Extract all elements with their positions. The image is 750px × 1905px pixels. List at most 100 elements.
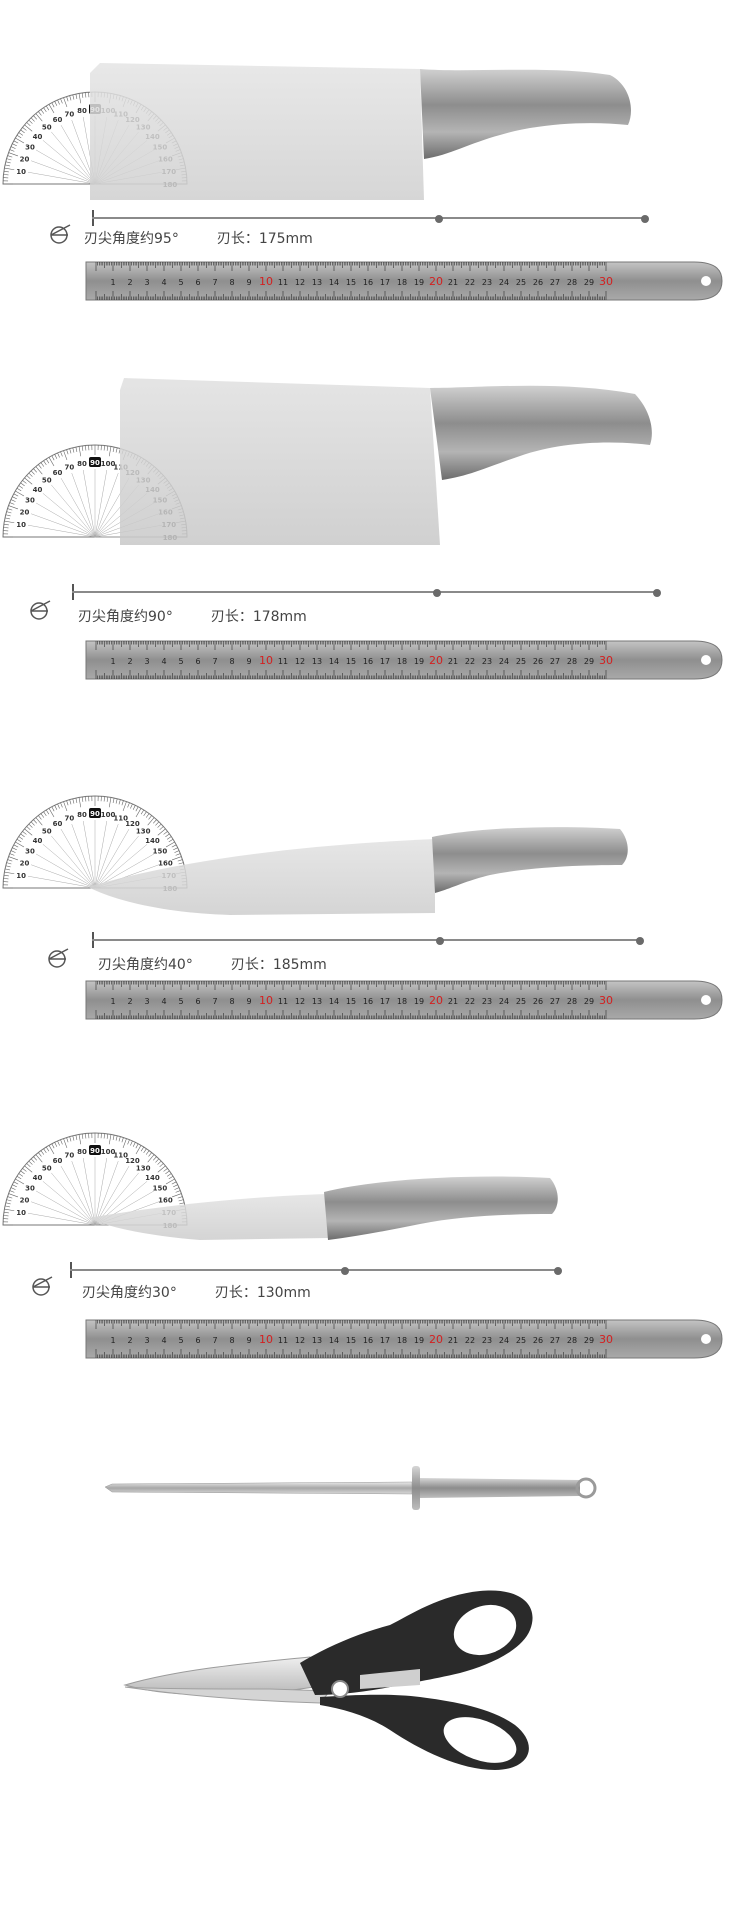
ruler-number: 18 bbox=[397, 657, 407, 666]
ruler-number: 14 bbox=[329, 997, 339, 1006]
ruler-number: 18 bbox=[397, 997, 407, 1006]
ruler-number: 17 bbox=[380, 1336, 390, 1345]
ruler-number: 15 bbox=[346, 278, 356, 287]
blade-spec-caption-1: 刃尖角度约95°刃长：175mm bbox=[84, 228, 313, 248]
ruler-number: 2 bbox=[127, 997, 132, 1006]
protractor-mark: 130 bbox=[136, 1165, 151, 1173]
cleaver-knife-2 bbox=[120, 378, 652, 545]
protractor-mark: 50 bbox=[42, 828, 52, 836]
ruler-number: 5 bbox=[178, 657, 183, 666]
ruler-number: 20 bbox=[429, 275, 443, 288]
ruler-number: 1 bbox=[110, 997, 115, 1006]
ruler-number: 17 bbox=[380, 278, 390, 287]
ruler-number: 13 bbox=[312, 1336, 322, 1345]
ruler-number: 5 bbox=[178, 997, 183, 1006]
ruler-number: 27 bbox=[550, 657, 560, 666]
ruler-number: 10 bbox=[259, 275, 273, 288]
protractor-mark: 80 bbox=[77, 811, 87, 819]
protractor-mark: 40 bbox=[33, 837, 43, 845]
length-line-1 bbox=[92, 217, 645, 219]
ruler-number: 25 bbox=[516, 997, 526, 1006]
knife-section-3: 1020304050607080901001101201301401501601… bbox=[2, 795, 724, 1023]
protractor-mark: 60 bbox=[53, 1157, 63, 1165]
protractor-mark: 100 bbox=[101, 460, 116, 468]
ruler-number: 4 bbox=[161, 657, 166, 666]
protractor-mark: 110 bbox=[113, 1152, 128, 1160]
cleaver-knife-1 bbox=[90, 63, 631, 200]
protractor-mark: 40 bbox=[33, 486, 43, 494]
ruler-number: 21 bbox=[448, 278, 458, 287]
ruler-number: 24 bbox=[499, 657, 509, 666]
protractor-mark: 10 bbox=[16, 872, 26, 880]
ruler-number: 11 bbox=[278, 657, 288, 666]
protractor-mark: 80 bbox=[77, 107, 87, 115]
ruler-number: 4 bbox=[161, 1336, 166, 1345]
ruler-number: 22 bbox=[465, 997, 475, 1006]
protractor-mark: 20 bbox=[20, 859, 30, 867]
ruler-number: 14 bbox=[329, 278, 339, 287]
ruler-number: 4 bbox=[161, 278, 166, 287]
tip-angle-label: 刃尖角度约40° bbox=[98, 957, 193, 973]
ruler-number: 9 bbox=[246, 1336, 251, 1345]
ruler-number: 3 bbox=[144, 278, 149, 287]
ruler-number: 12 bbox=[295, 1336, 305, 1345]
ruler-number: 22 bbox=[465, 1336, 475, 1345]
tip-angle-label: 刃尖角度约95° bbox=[84, 231, 179, 247]
ruler-number: 7 bbox=[212, 657, 217, 666]
protractor-mark: 160 bbox=[158, 1196, 173, 1204]
protractor-mark: 120 bbox=[125, 1157, 140, 1165]
ruler-number: 25 bbox=[516, 657, 526, 666]
protractor-mark: 150 bbox=[153, 848, 168, 856]
ruler-number: 12 bbox=[295, 278, 305, 287]
ruler-number: 10 bbox=[259, 654, 273, 667]
ruler-number: 14 bbox=[329, 657, 339, 666]
ruler-number: 21 bbox=[448, 1336, 458, 1345]
protractor-4: 1020304050607080901001101201301401501601… bbox=[2, 1132, 188, 1230]
ruler-number: 16 bbox=[363, 657, 373, 666]
sharpening-rod bbox=[104, 1466, 597, 1510]
ruler-number: 25 bbox=[516, 1336, 526, 1345]
protractor-mark: 50 bbox=[42, 1165, 52, 1173]
protractor-mark: 160 bbox=[158, 859, 173, 867]
protractor-mark: 120 bbox=[125, 820, 140, 828]
ruler-number: 13 bbox=[312, 278, 322, 287]
ruler-number: 3 bbox=[144, 657, 149, 666]
ruler-number: 1 bbox=[110, 657, 115, 666]
knife-section-4: 1020304050607080901001101201301401501601… bbox=[2, 1132, 724, 1362]
ruler-number: 20 bbox=[429, 654, 443, 667]
protractor-mark: 50 bbox=[42, 477, 52, 485]
protractor-mark: 70 bbox=[64, 111, 74, 119]
ruler-number: 18 bbox=[397, 1336, 407, 1345]
ruler-number: 24 bbox=[499, 278, 509, 287]
ruler-number: 27 bbox=[550, 1336, 560, 1345]
ruler-number: 10 bbox=[259, 1333, 273, 1346]
protractor-mark: 20 bbox=[20, 1196, 30, 1204]
knife-section-1: 1020304050607080901001101201301401501601… bbox=[0, 0, 750, 310]
ruler-number: 25 bbox=[516, 278, 526, 287]
protractor-mark: 30 bbox=[25, 1185, 35, 1193]
protractor-mark: 80 bbox=[77, 460, 87, 468]
protractor-mark: 10 bbox=[16, 1209, 26, 1217]
ruler-number: 23 bbox=[482, 657, 492, 666]
ruler-number: 5 bbox=[178, 278, 183, 287]
ruler-number: 19 bbox=[414, 1336, 424, 1345]
ruler-number: 8 bbox=[229, 1336, 234, 1345]
chef-knife-3 bbox=[88, 827, 628, 915]
protractor-mark: 10 bbox=[16, 168, 26, 176]
ruler-number: 29 bbox=[584, 997, 594, 1006]
ruler-number: 29 bbox=[584, 1336, 594, 1345]
ruler-number: 3 bbox=[144, 1336, 149, 1345]
ruler-number: 3 bbox=[144, 997, 149, 1006]
protractor-mark: 20 bbox=[20, 155, 30, 163]
protractor-mark: 60 bbox=[53, 820, 63, 828]
protractor-mark: 100 bbox=[101, 1148, 116, 1156]
ruler-number: 14 bbox=[329, 1336, 339, 1345]
ruler-number: 27 bbox=[550, 278, 560, 287]
blade-length-label: 刃长：178mm bbox=[210, 609, 307, 625]
ruler-number: 6 bbox=[195, 1336, 200, 1345]
blade-length-label: 刃长：185mm bbox=[230, 957, 327, 973]
ruler-number: 24 bbox=[499, 1336, 509, 1345]
